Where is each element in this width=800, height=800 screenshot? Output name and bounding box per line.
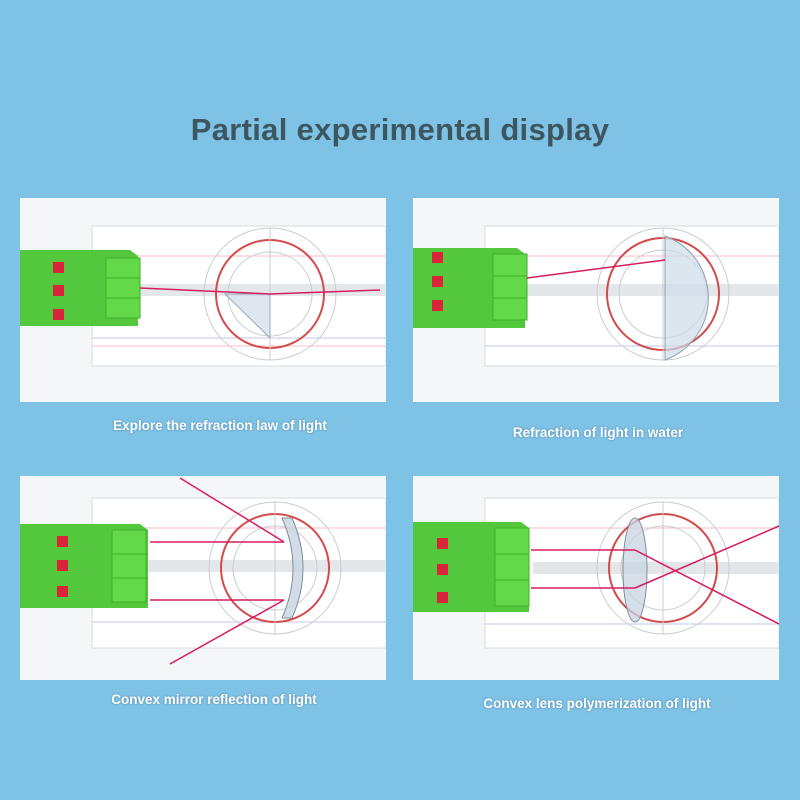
switch-icon <box>437 538 448 549</box>
laser-beam <box>179 477 285 543</box>
laser-beam <box>526 259 666 279</box>
convex-lens <box>622 517 648 623</box>
switch-icon <box>53 262 64 273</box>
switch-icon <box>437 564 448 575</box>
switch-icon <box>432 300 443 311</box>
caption-convex-lens: Convex lens polymerization of light <box>483 696 711 711</box>
semicircle-prism <box>223 293 271 340</box>
water-tank <box>664 235 709 361</box>
convex-mirror <box>281 517 304 619</box>
switch-icon <box>432 276 443 287</box>
switch-icon <box>57 536 68 547</box>
laser-light-box <box>413 522 530 612</box>
scale-ruler <box>130 284 386 296</box>
laser-beam <box>634 525 779 589</box>
switch-icon <box>53 309 64 320</box>
page-title: Partial experimental display <box>190 112 610 147</box>
laser-beam <box>634 549 779 625</box>
caption-convex-mirror: Convex mirror reflection of light <box>111 692 317 707</box>
panel-water-refraction <box>413 198 779 402</box>
scale-ruler <box>533 562 779 574</box>
caption-refraction-law: Explore the refraction law of light <box>113 418 327 433</box>
laser-beam <box>269 289 381 295</box>
laser-beam <box>139 287 271 295</box>
switch-icon <box>432 252 443 263</box>
panel-convex-lens <box>413 476 779 680</box>
laser-light-box <box>20 524 148 608</box>
laser-light-box <box>413 248 528 328</box>
switch-icon <box>57 586 68 597</box>
scale-ruler <box>148 560 386 572</box>
caption-water-refraction: Refraction of light in water <box>512 425 684 440</box>
laser-light-box <box>20 250 141 326</box>
protractor-disc <box>596 501 730 635</box>
protractor-disc <box>596 227 730 361</box>
panel-refraction-law <box>20 198 386 402</box>
switch-icon <box>437 592 448 603</box>
protractor-disc <box>208 501 342 635</box>
switch-icon <box>53 285 64 296</box>
switch-icon <box>57 560 68 571</box>
panel-convex-mirror <box>20 476 386 680</box>
laser-beam <box>169 599 285 665</box>
scale-ruler <box>523 284 779 296</box>
